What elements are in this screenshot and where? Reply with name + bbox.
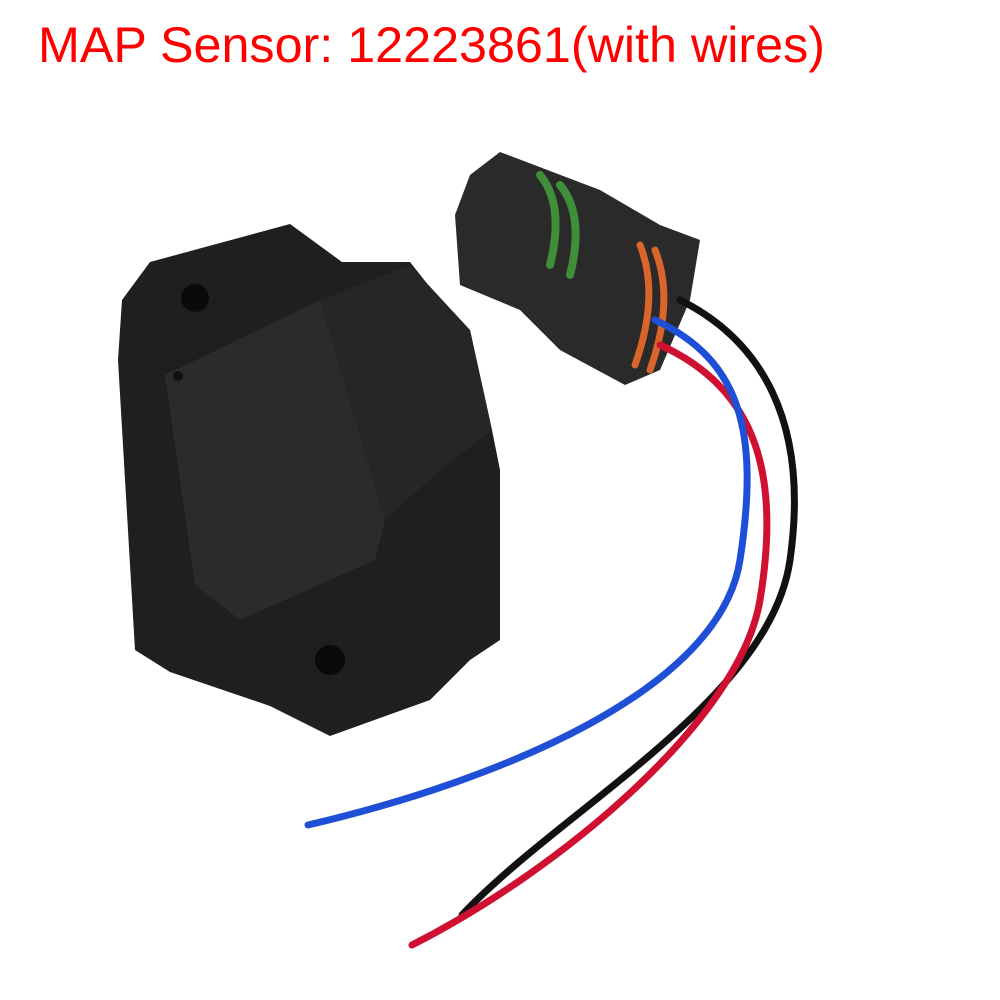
sensor-dot xyxy=(173,371,183,381)
green-seal xyxy=(536,171,580,279)
wire-harness-connector xyxy=(455,152,700,385)
blue-wire xyxy=(304,316,751,829)
orange-seal xyxy=(631,241,668,374)
map-sensor xyxy=(118,224,500,736)
sensor-port xyxy=(320,265,492,520)
black-wire xyxy=(458,296,798,919)
mounting-hole-bottom xyxy=(315,645,345,675)
product-title: MAP Sensor: 12223861(with wires) xyxy=(38,17,825,73)
sensor-top-face xyxy=(165,300,385,620)
mounting-hole-top xyxy=(181,284,209,312)
connector-body xyxy=(455,152,700,385)
